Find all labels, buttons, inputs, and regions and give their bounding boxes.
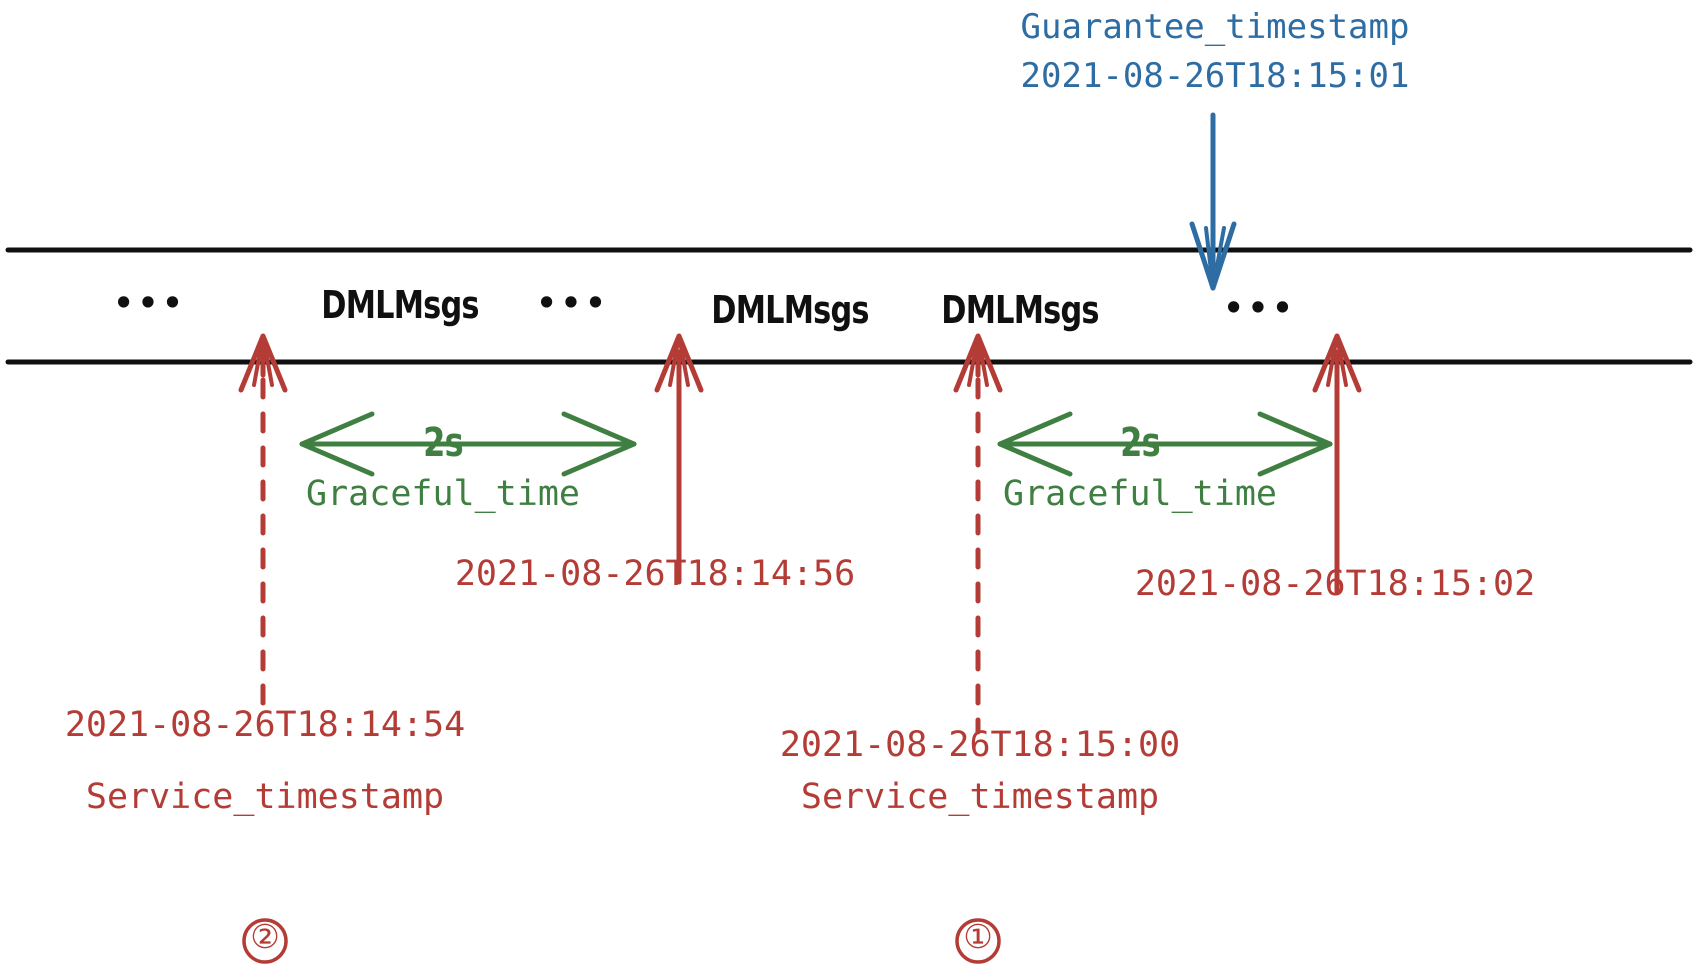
marker-right-service-label: Service_timestamp bbox=[800, 777, 1160, 817]
marker-right-service-arrow bbox=[953, 333, 1003, 735]
graceful-duration-left: 2s bbox=[423, 420, 464, 466]
stream-dmlmsgs-1: DMLMsgs bbox=[321, 283, 479, 327]
marker-right-boundary-arrow bbox=[1312, 333, 1362, 595]
marker-left-service-value: 2021-08-26T18:14:54 bbox=[64, 705, 466, 745]
guarantee-timestamp-label: Guarantee_timestamp bbox=[1020, 7, 1410, 47]
marker-right-service-index: ① bbox=[963, 917, 993, 956]
guarantee-timestamp-value: 2021-08-26T18:15:01 bbox=[1020, 56, 1410, 96]
marker-left-boundary-arrow bbox=[654, 333, 704, 585]
guarantee-arrow-blue bbox=[1189, 112, 1237, 291]
marker-left-service-index: ② bbox=[250, 917, 280, 956]
stream-dmlmsgs-2: DMLMsgs bbox=[711, 288, 869, 332]
graceful-duration-right: 2s bbox=[1120, 420, 1161, 466]
stream-dmlmsgs-3: DMLMsgs bbox=[941, 288, 1099, 332]
stream-ellipsis-mid: ••• bbox=[536, 284, 610, 322]
graceful-label-right: Graceful_time bbox=[1003, 474, 1277, 514]
marker-left-service-arrow bbox=[238, 333, 288, 715]
marker-left-service-label: Service_timestamp bbox=[85, 777, 445, 817]
graceful-label-left: Graceful_time bbox=[306, 474, 580, 514]
marker-right-service-value: 2021-08-26T18:15:00 bbox=[779, 725, 1181, 765]
stream-ellipsis-left: ••• bbox=[113, 284, 187, 322]
marker-right-boundary-value: 2021-08-26T18:15:02 bbox=[1134, 564, 1536, 604]
stream-ellipsis-right: ••• bbox=[1223, 289, 1297, 327]
marker-left-boundary-value: 2021-08-26T18:14:56 bbox=[454, 554, 856, 594]
